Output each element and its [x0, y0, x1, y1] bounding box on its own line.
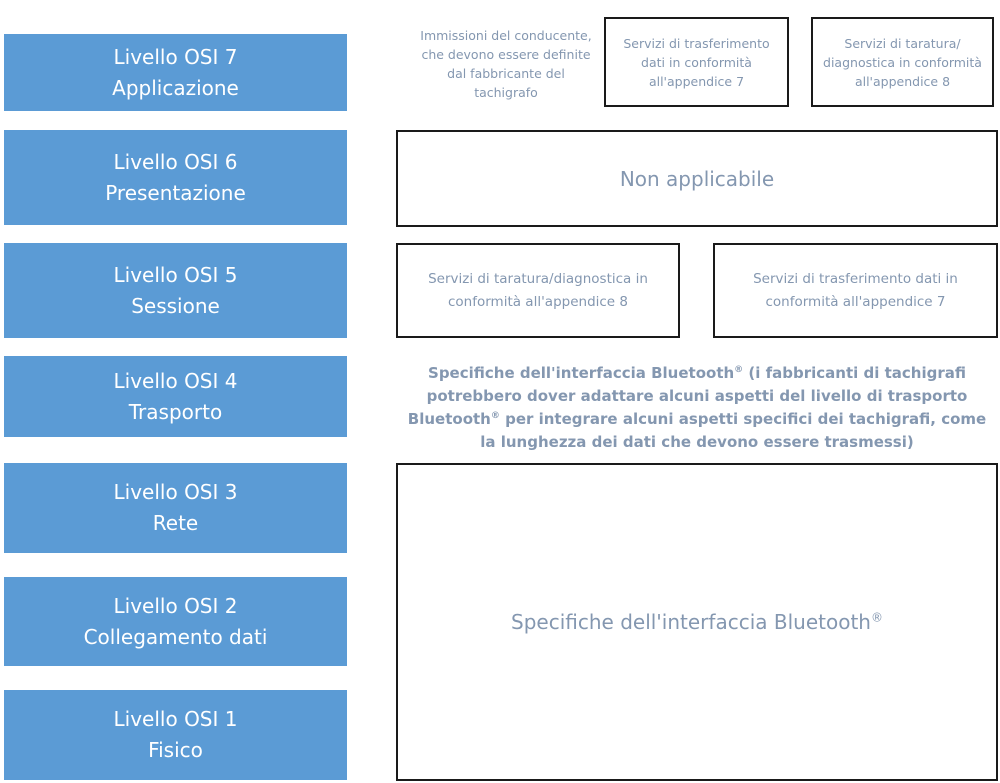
- osi-layer-1-name: Fisico: [148, 738, 203, 762]
- session-data-transfer-box: Servizi di trasferimento dati in conform…: [713, 243, 998, 338]
- registered-mark: ®: [734, 365, 744, 375]
- osi-layer-5: Livello OSI 5 Sessione: [4, 243, 347, 338]
- osi-layer-4-name: Trasporto: [128, 399, 223, 424]
- bluetooth-spec-label: Specifiche dell'interfaccia Bluetooth: [511, 610, 871, 634]
- osi-layer-2-name: Collegamento dati: [83, 624, 268, 649]
- osi-layer-3: Livello OSI 3 Rete: [4, 463, 347, 553]
- osi-layer-6: Livello OSI 6 Presentazione: [4, 130, 347, 225]
- transport-text: Specifiche dell'interfaccia Bluetooth® (…: [398, 362, 996, 454]
- app-calibration-box: Servizi di taratura/ diagnostica in conf…: [811, 17, 994, 107]
- osi-layer-4-level: Livello OSI 4: [113, 368, 238, 393]
- osi-layer-1-level: Livello OSI 1: [113, 707, 238, 731]
- osi-layer-3-level: Livello OSI 3: [113, 480, 238, 504]
- osi-layer-7-name: Applicazione: [112, 75, 239, 100]
- osi-layer-7-level: Livello OSI 7: [113, 44, 238, 69]
- app-data-transfer-box: Servizi di trasferimento dati in conform…: [604, 17, 789, 107]
- osi-layer-1: Livello OSI 1 Fisico: [4, 690, 347, 780]
- presentation-text: Non applicabile: [619, 166, 775, 191]
- app-data-transfer-text: Servizi di trasferimento dati in conform…: [623, 35, 770, 89]
- session-data-transfer-text: Servizi di trasferimento dati in conform…: [753, 270, 958, 310]
- presentation-box: Non applicabile: [396, 130, 998, 227]
- transport-text-part-3: per integrare alcuni aspetti specifici d…: [480, 410, 987, 451]
- osi-layer-5-level: Livello OSI 5: [113, 262, 238, 287]
- session-calibration-box: Servizi di taratura/diagnostica in confo…: [396, 243, 680, 338]
- osi-layer-6-name: Presentazione: [105, 180, 246, 205]
- bluetooth-spec-text: Specifiche dell'interfaccia Bluetooth®: [511, 610, 883, 634]
- osi-layer-3-name: Rete: [152, 511, 199, 535]
- osi-layer-6-level: Livello OSI 6: [113, 149, 238, 174]
- osi-layer-7: Livello OSI 7 Applicazione: [4, 34, 347, 111]
- osi-layer-2: Livello OSI 2 Collegamento dati: [4, 577, 347, 666]
- registered-mark: ®: [870, 610, 883, 625]
- driver-inputs-text: Immissioni del conducente, che devono es…: [420, 28, 592, 100]
- osi-layer-2-level: Livello OSI 2: [113, 593, 238, 618]
- registered-mark: ®: [490, 411, 500, 421]
- session-calibration-text: Servizi di taratura/diagnostica in confo…: [428, 270, 648, 310]
- transport-text-part-1: Specifiche dell'interfaccia Bluetooth: [428, 364, 735, 382]
- osi-layer-4: Livello OSI 4 Trasporto: [4, 356, 347, 437]
- osi-layer-5-name: Sessione: [131, 293, 220, 318]
- transport-text-part-2: (i fabbricanti di tachigrafi potrebbero …: [407, 364, 968, 428]
- bluetooth-spec-box: Specifiche dell'interfaccia Bluetooth®: [396, 463, 998, 781]
- app-calibration-text: Servizi di taratura/ diagnostica in conf…: [823, 35, 982, 89]
